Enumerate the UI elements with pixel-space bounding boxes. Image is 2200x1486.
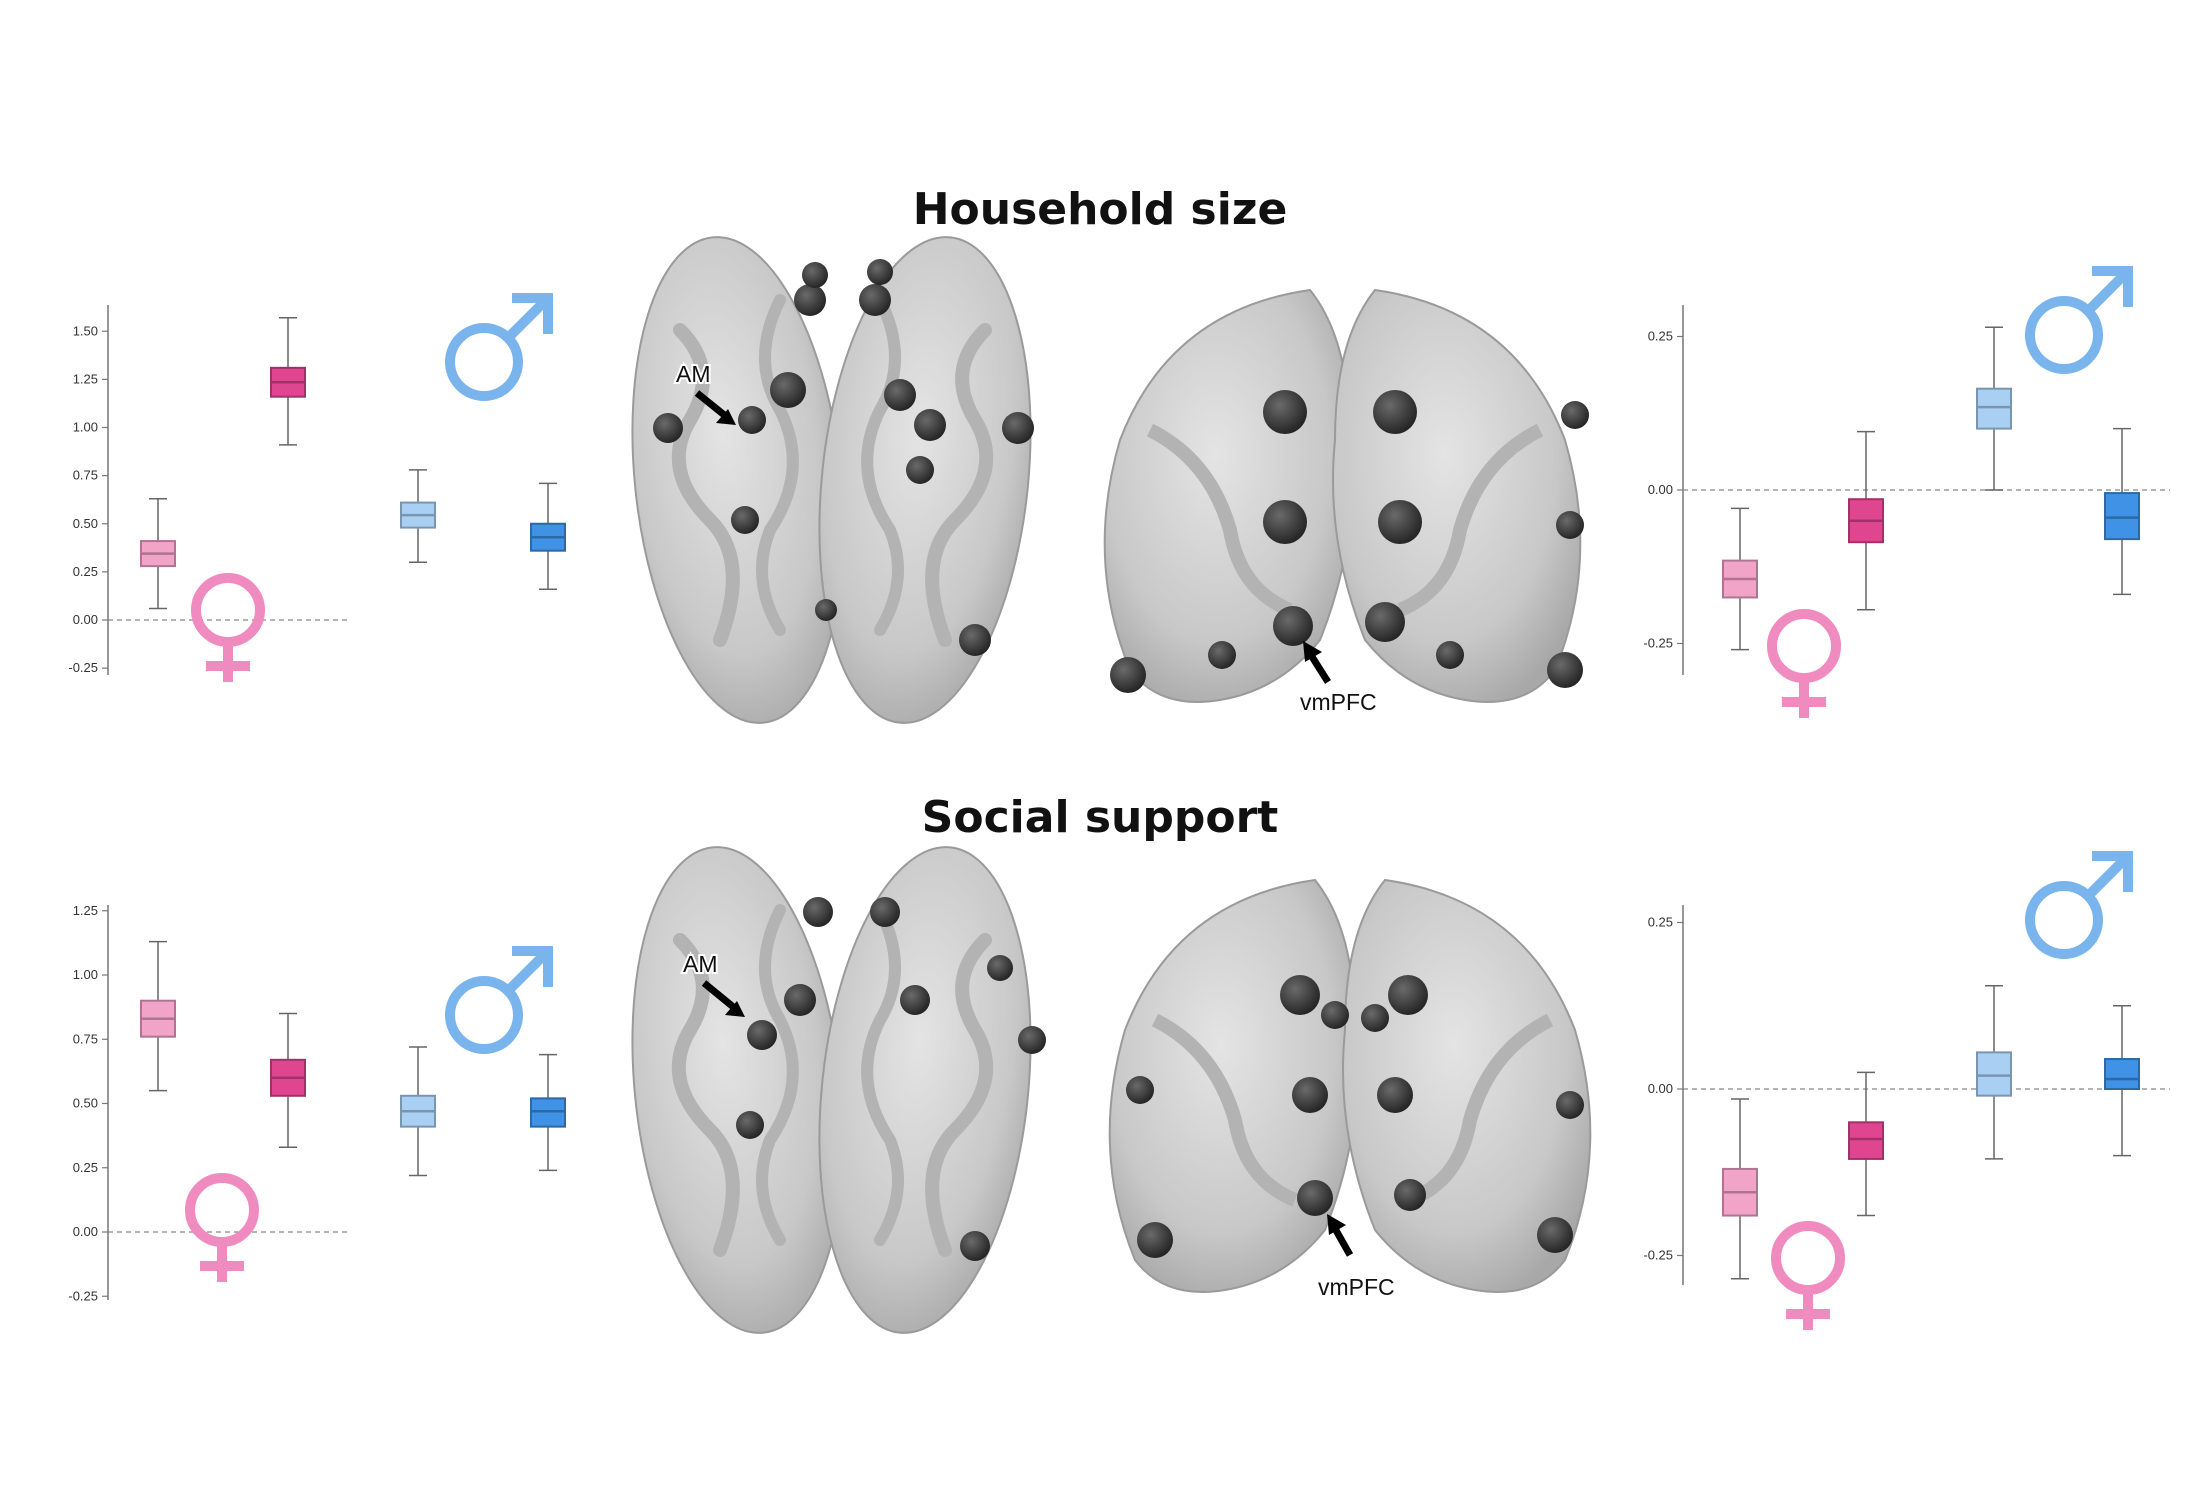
svg-text:vmPFC: vmPFC xyxy=(1300,689,1377,715)
y-tick-label: 1.25 xyxy=(73,371,98,386)
brain-top-ventral xyxy=(1103,288,1589,703)
y-tick-label: 0.25 xyxy=(73,1160,98,1175)
box-female-light xyxy=(1722,1098,1758,1280)
male-symbol-icon xyxy=(445,293,553,401)
am-label-bottom: AM xyxy=(681,949,745,1017)
female-symbol-icon xyxy=(191,573,265,682)
box-female-dark xyxy=(270,317,306,446)
y-tick-label: 0.50 xyxy=(73,1096,98,1111)
male-symbol-icon xyxy=(445,946,553,1054)
boxplot-social-right: 0.25 0.00 -0.25 xyxy=(1643,905,2170,1285)
vmpfc-label-bottom: vmPFC xyxy=(1318,1214,1395,1300)
svg-text:AM: AM xyxy=(676,361,711,387)
box-iqr xyxy=(1976,387,2012,430)
box-male-dark xyxy=(530,482,566,590)
box-female-dark xyxy=(1848,430,1884,611)
panel-title-household-size: Household size xyxy=(912,184,1288,235)
boxplot-household-left: 1.50 1.25 1.00 0.75 0.50 0.25 0.00 -0.25 xyxy=(68,305,566,675)
box-iqr xyxy=(1848,1121,1884,1160)
y-tick-label: -0.25 xyxy=(1643,1248,1673,1263)
female-symbol-icon xyxy=(185,1173,259,1282)
am-label-top: AM xyxy=(674,359,736,425)
box-male-light xyxy=(1976,985,2012,1160)
box-female-light xyxy=(140,940,176,1092)
box-male-dark xyxy=(2104,427,2140,596)
brain-bottom-dorsal xyxy=(631,846,1046,1334)
box-male-dark xyxy=(2104,1005,2140,1157)
box-male-light xyxy=(400,1046,436,1177)
brain-top-dorsal xyxy=(631,236,1034,724)
box-male-dark xyxy=(530,1053,566,1172)
y-tick-label: -0.25 xyxy=(68,1288,98,1303)
y-tick-label: 0.25 xyxy=(1648,329,1673,344)
box-iqr xyxy=(1976,1051,2012,1097)
y-tick-label: 0.75 xyxy=(73,468,98,483)
y-tick-label: 0.50 xyxy=(73,516,98,531)
box-female-light xyxy=(140,497,176,610)
box-female-dark xyxy=(270,1012,306,1148)
y-tick-label: -0.25 xyxy=(1643,636,1673,651)
brain-bottom-ventral xyxy=(1108,878,1592,1293)
female-symbol-icon xyxy=(1767,609,1841,718)
y-tick-label: 0.00 xyxy=(73,612,98,627)
box-iqr xyxy=(530,1097,566,1128)
male-symbol-icon xyxy=(2025,266,2133,374)
y-tick-label: 0.00 xyxy=(1648,1081,1673,1096)
female-symbol-icon xyxy=(1771,1221,1845,1330)
box-female-light xyxy=(1722,507,1758,651)
box-male-light xyxy=(1976,326,2012,491)
box-iqr xyxy=(2104,492,2140,541)
y-tick-label: 0.25 xyxy=(1648,915,1673,930)
y-tick-label: -0.25 xyxy=(68,660,98,675)
svg-text:AM: AM xyxy=(683,951,718,977)
y-tick-label: 0.00 xyxy=(1648,482,1673,497)
box-male-light xyxy=(400,469,436,563)
y-tick-label: 1.50 xyxy=(73,323,98,338)
svg-text:vmPFC: vmPFC xyxy=(1318,1274,1395,1300)
box-iqr xyxy=(2104,1058,2140,1091)
vmpfc-label-top: vmPFC xyxy=(1300,641,1377,715)
y-tick-label: 0.25 xyxy=(73,564,98,579)
boxplot-social-left: 1.25 1.00 0.75 0.50 0.25 0.00 -0.25 xyxy=(68,903,566,1303)
y-tick-label: 1.25 xyxy=(73,903,98,918)
panel-title-social-support: Social support xyxy=(921,792,1279,843)
y-tick-label: 1.00 xyxy=(73,420,98,435)
y-tick-label: 1.00 xyxy=(73,967,98,982)
box-female-dark xyxy=(1848,1071,1884,1217)
male-symbol-icon xyxy=(2025,851,2133,959)
boxplot-household-right: 0.25 0.00 -0.25 xyxy=(1643,305,2170,675)
y-tick-label: 0.00 xyxy=(73,1224,98,1239)
y-tick-label: 0.75 xyxy=(73,1031,98,1046)
